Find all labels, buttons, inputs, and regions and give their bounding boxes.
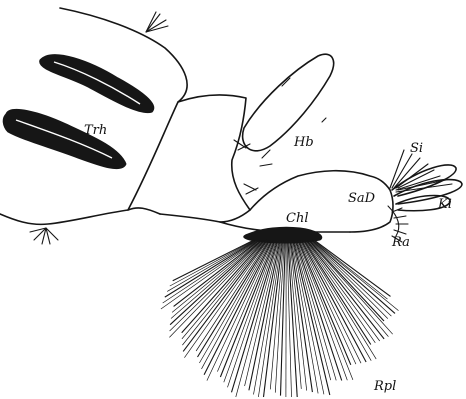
label-si: Si — [410, 141, 423, 156]
label-ra: Ra — [391, 235, 410, 250]
rpl-ray — [314, 240, 391, 296]
tracheal-slit-lower — [3, 109, 126, 168]
rpl-ray — [183, 240, 267, 351]
rpl-ray — [169, 240, 263, 337]
rpl-ray — [182, 240, 265, 333]
label-trh: Trh — [84, 123, 107, 138]
label-ki: Ki — [437, 197, 452, 212]
rpl-ray — [207, 240, 273, 381]
label-sab: SaD — [348, 191, 376, 206]
rpl-ray — [302, 240, 371, 361]
label-chl: Chl — [286, 211, 308, 226]
segment-inner-line — [128, 208, 160, 214]
hair-tuft-top — [146, 12, 168, 32]
rpl-ray — [301, 240, 366, 362]
rpl-ray — [311, 240, 392, 316]
middle-segment-outline — [160, 95, 250, 222]
rpl-ray — [303, 240, 377, 359]
rpl-radiating-fan — [161, 240, 399, 397]
rpl-ray — [312, 240, 398, 311]
label-rpl: Rpl — [373, 379, 396, 394]
rpl-ray — [311, 240, 395, 313]
label-hb: Hb — [293, 135, 314, 150]
appendage-hb — [243, 54, 334, 151]
si-bristle-fan — [390, 150, 452, 192]
hair-tuft-left — [30, 228, 58, 244]
rpl-ray — [313, 240, 387, 299]
